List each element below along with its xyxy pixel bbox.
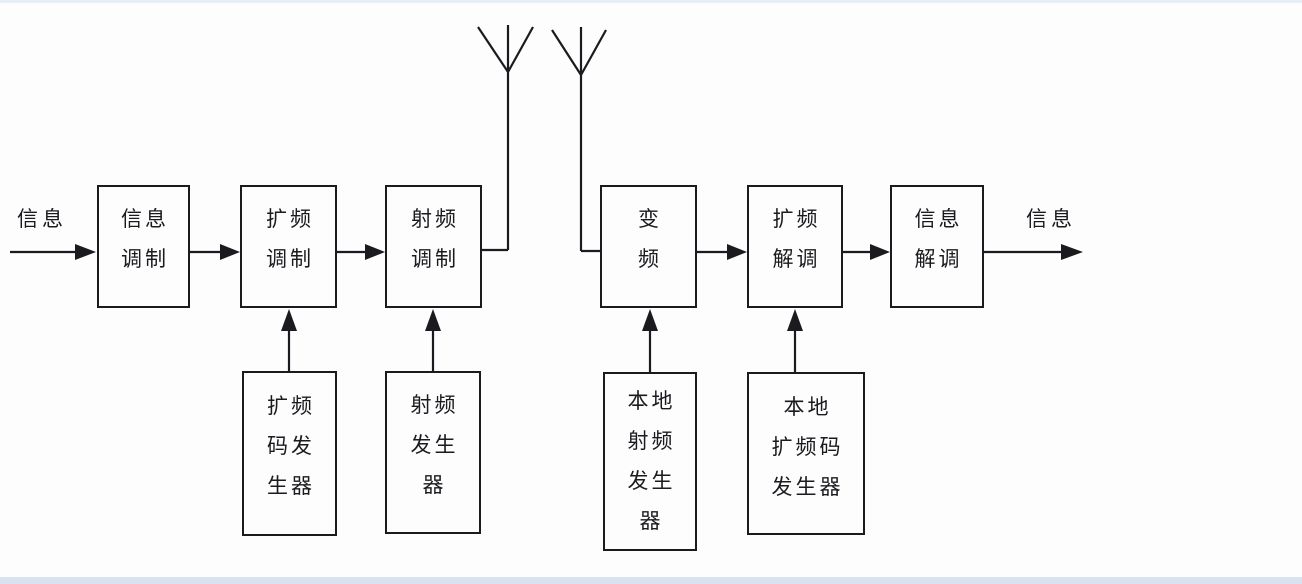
arrow-spread-demod-to-info-demod: [843, 244, 890, 260]
box-line: 信息: [914, 207, 963, 231]
box-spread-code-generator: 扩频 码发 生器: [242, 371, 337, 536]
arrow-local-rf-gen-up: [642, 309, 658, 372]
output-arrow: [984, 244, 1083, 260]
box-line: 调制: [121, 247, 169, 271]
box-line: 射频: [411, 207, 459, 231]
box-rf-generator: 射频 发生 器: [385, 371, 481, 534]
arrow-rf-gen-up: [425, 309, 441, 371]
box-line: 射频: [410, 393, 459, 417]
box-line: 发生: [627, 469, 676, 493]
arrow-spread-mod-to-rf-mod: [337, 244, 385, 260]
box-line: 解调: [914, 247, 963, 271]
box-line: 信息: [121, 207, 169, 231]
box-line: 扩频: [267, 394, 315, 418]
box-line: 生器: [267, 474, 315, 498]
box-line: 扩频码: [771, 435, 844, 459]
box-line: 解调: [772, 247, 821, 271]
arrow-info-mod-to-spread-mod: [190, 244, 240, 260]
box-line: 射频: [627, 429, 676, 453]
box-local-spread-code-generator: 本地 扩频码 发生器: [747, 372, 865, 535]
box-line: 调制: [411, 247, 459, 271]
box-spread-modulation: 扩频 调制: [240, 185, 337, 308]
box-line: 器: [639, 509, 664, 533]
box-line: 扩频: [266, 207, 314, 231]
box-line: 器: [422, 473, 447, 497]
box-line: 发生: [410, 433, 459, 457]
box-spread-demodulation: 扩频 解调: [747, 185, 843, 308]
box-info-demodulation: 信息 解调: [890, 185, 984, 308]
arrow-spread-code-gen-up: [281, 309, 297, 371]
box-rf-modulation: 射频 调制: [385, 185, 482, 308]
box-line: 扩频: [772, 207, 821, 231]
box-info-modulation: 信息 调制: [97, 185, 190, 308]
box-line: 调制: [266, 247, 314, 271]
box-local-rf-generator: 本地 射频 发生 器: [603, 372, 697, 551]
box-frequency-conversion: 变 频: [600, 185, 697, 308]
box-line: 本地: [783, 395, 832, 419]
transmit-antenna-icon: [477, 25, 534, 252]
box-line: 频: [638, 247, 662, 271]
box-line: 发生器: [771, 475, 844, 499]
output-signal-label: 信息: [1026, 208, 1076, 231]
box-line: 变: [638, 207, 662, 231]
arrow-local-spread-code-gen-up: [787, 309, 803, 372]
box-line: 码发: [267, 434, 315, 458]
input-arrow: [10, 244, 96, 260]
arrow-freq-conv-to-spread-demod: [697, 244, 747, 260]
input-signal-label: 信息: [17, 208, 67, 231]
receive-antenna-icon: [551, 27, 607, 253]
box-line: 本地: [627, 389, 676, 413]
